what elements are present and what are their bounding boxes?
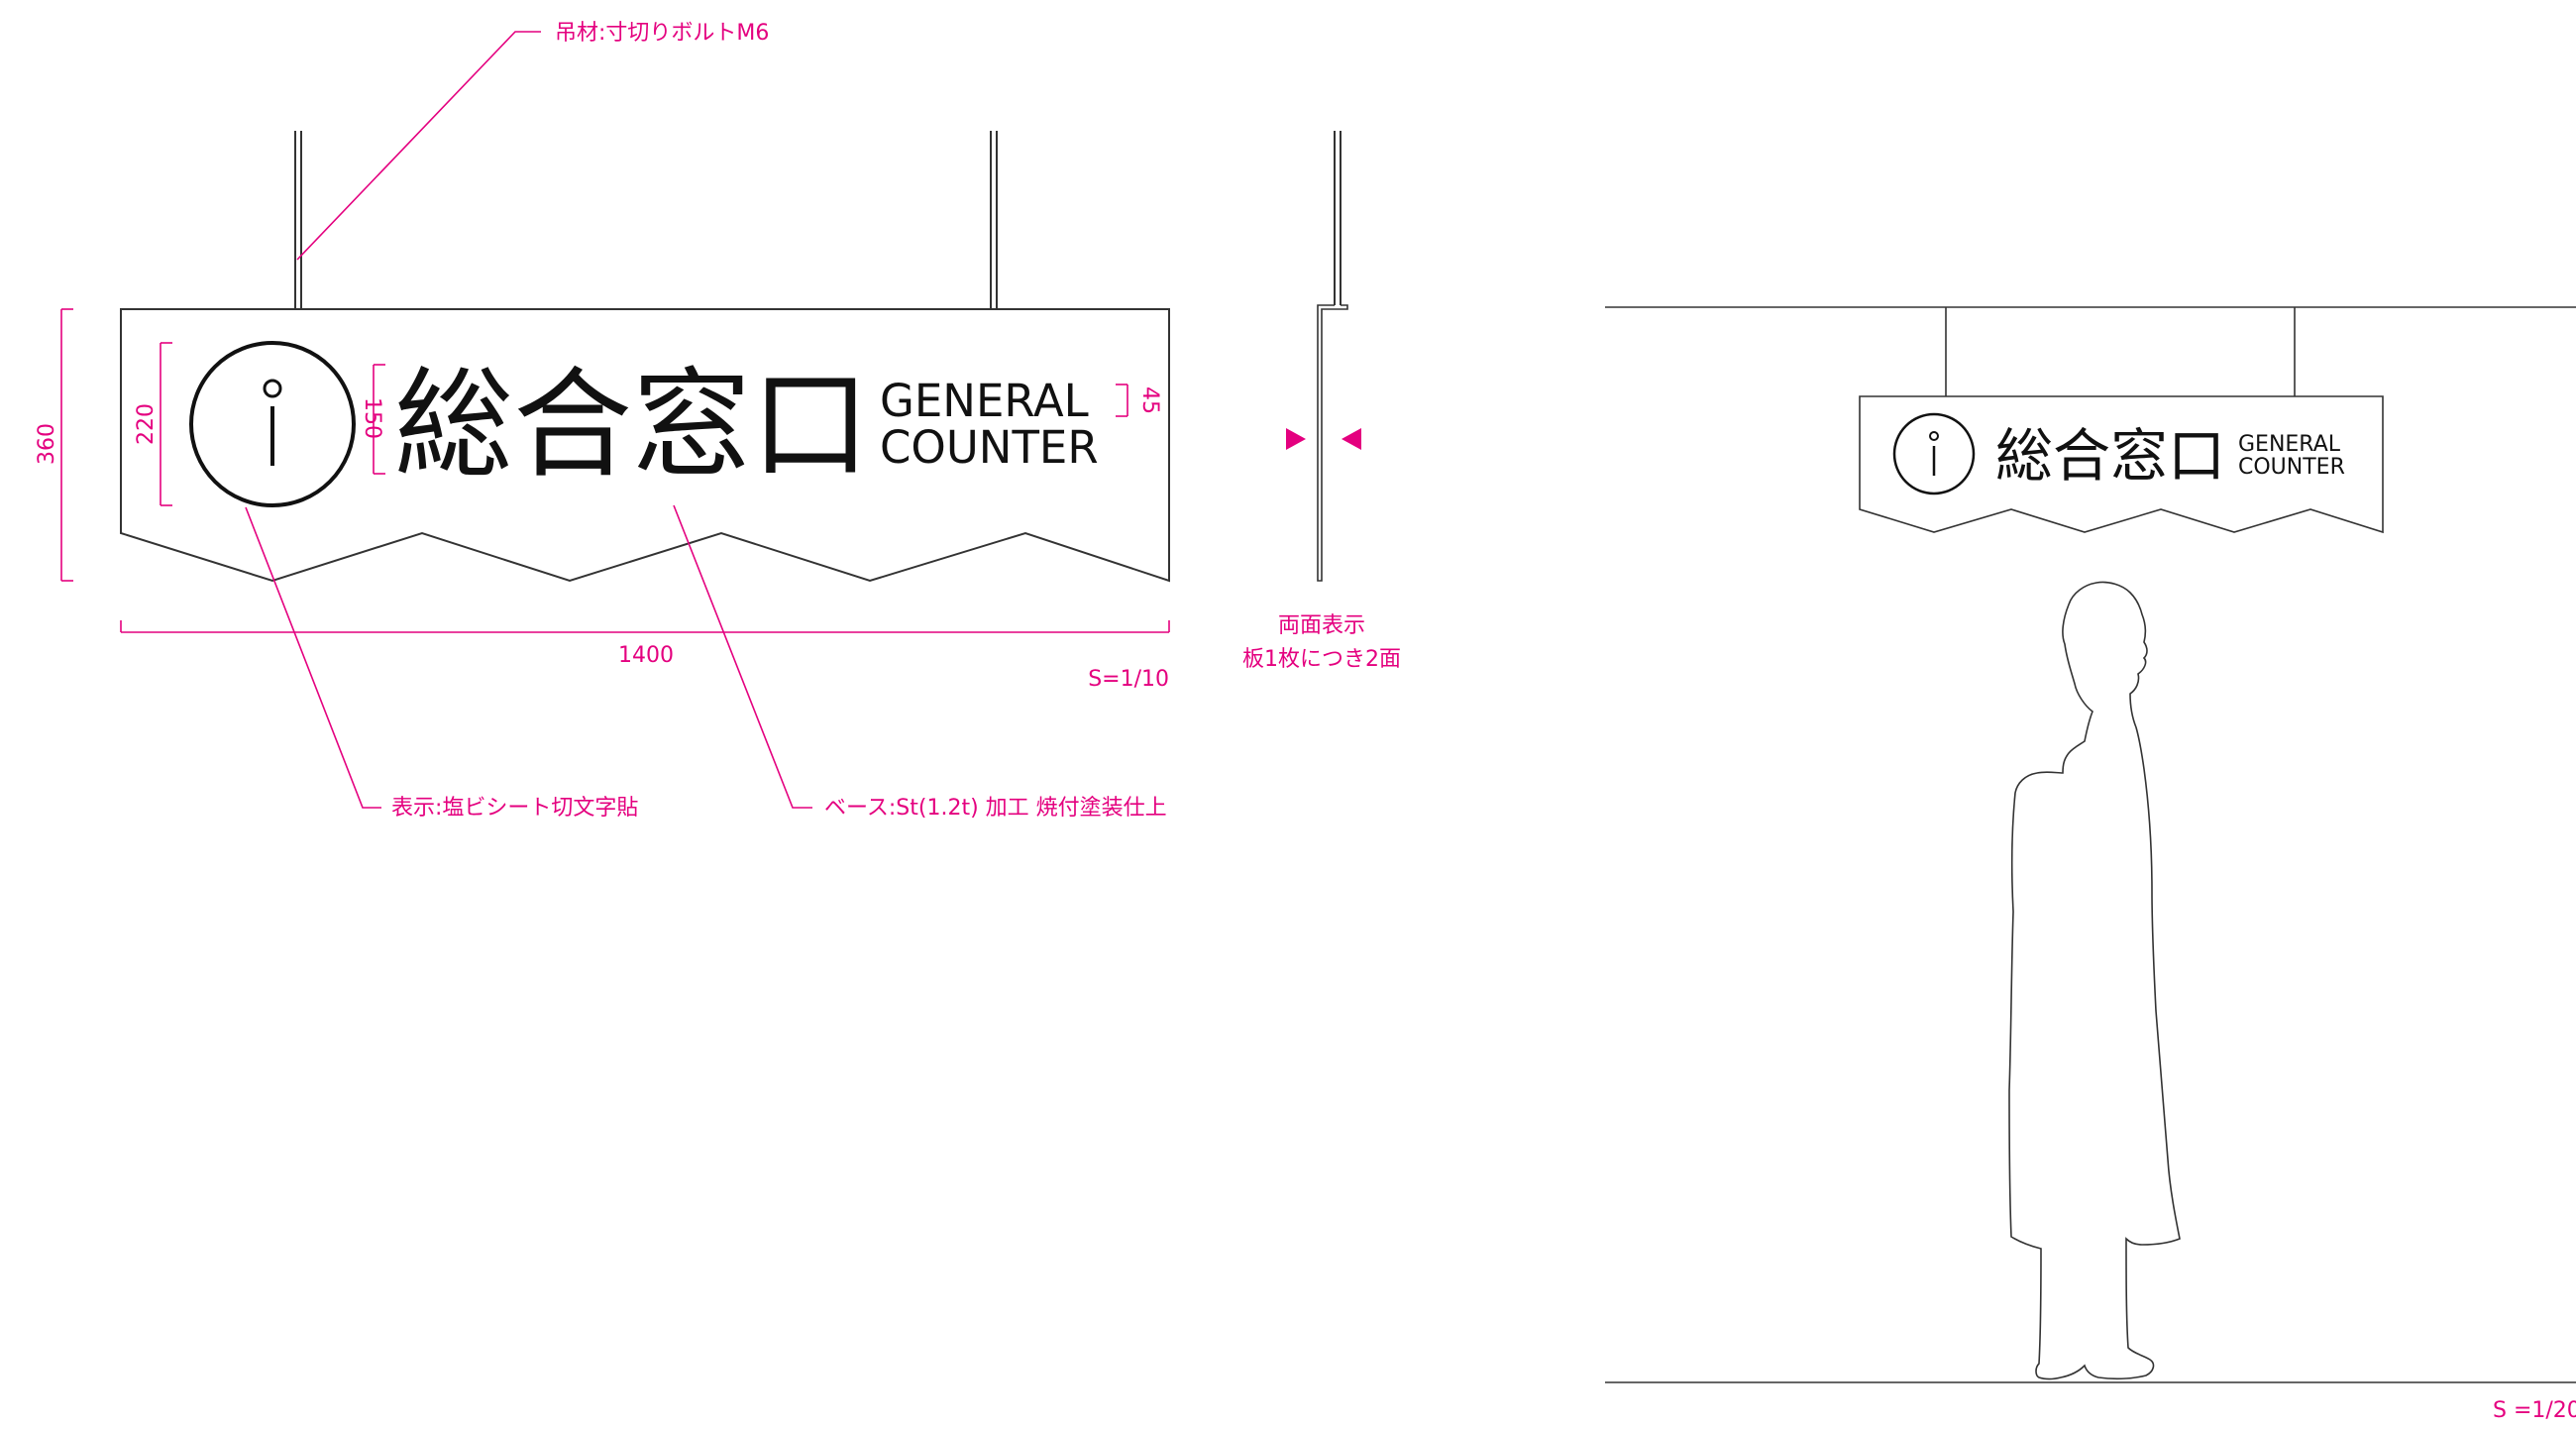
scale-front: S=1/10 — [1088, 667, 1169, 692]
context-view: 総合窓口 GENERAL COUNTER S =1/20 — [1605, 306, 2576, 1423]
dimension-height: 360 — [35, 308, 73, 582]
dimension-en-text-height: 45 — [1116, 384, 1162, 417]
side-section: 両面表示 板1枚につき2面 — [1242, 131, 1401, 672]
svg-text:45: 45 — [1137, 386, 1162, 414]
leader-hanger: 吊材:寸切りボルトM6 — [296, 21, 769, 261]
double-sided-label-2: 板1枚につき2面 — [1242, 647, 1401, 672]
svg-text:360: 360 — [35, 423, 59, 465]
svg-text:表示:塩ビシート切文字貼: 表示:塩ビシート切文字貼 — [391, 796, 638, 821]
arrow-left-icon — [1342, 428, 1361, 450]
svg-text:220: 220 — [134, 403, 159, 445]
dimension-jp-text-height: 150 — [360, 364, 385, 475]
dimension-icon-height: 220 — [134, 342, 172, 506]
context-title-en-line1: GENERAL — [2238, 432, 2341, 457]
double-sided-label-1: 両面表示 — [1278, 613, 1365, 638]
info-icon — [189, 341, 356, 507]
sign-title-en-line1: GENERAL — [880, 375, 1089, 427]
sign-plate-outline — [120, 308, 1170, 583]
context-title-jp: 総合窓口 — [1995, 422, 2225, 490]
sign-title-en-line2: COUNTER — [880, 421, 1099, 474]
scale-context: S =1/20 — [2493, 1398, 2576, 1423]
dimension-width: 1400 — [120, 620, 1170, 668]
leader-base: ベース:St(1.2t) 加工 焼付塗装仕上 — [673, 504, 1167, 821]
svg-text:150: 150 — [360, 397, 384, 439]
svg-text:1400: 1400 — [618, 643, 674, 668]
arrow-right-icon — [1286, 428, 1306, 450]
context-sign-outline — [1859, 395, 2384, 534]
person-silhouette — [2008, 581, 2181, 1380]
leader-display: 表示:塩ビシート切文字貼 — [245, 506, 638, 821]
front-elevation: 総合窓口 GENERAL COUNTER 360 220 150 — [35, 21, 1170, 821]
svg-text:吊材:寸切りボルトM6: 吊材:寸切りボルトM6 — [555, 21, 769, 46]
context-title-en-line2: COUNTER — [2238, 455, 2345, 480]
svg-text:ベース:St(1.2t) 加工 焼付塗装仕上: ベース:St(1.2t) 加工 焼付塗装仕上 — [824, 796, 1167, 821]
context-info-icon — [1892, 412, 1976, 495]
sign-title-jp: 総合窓口 — [394, 357, 870, 495]
